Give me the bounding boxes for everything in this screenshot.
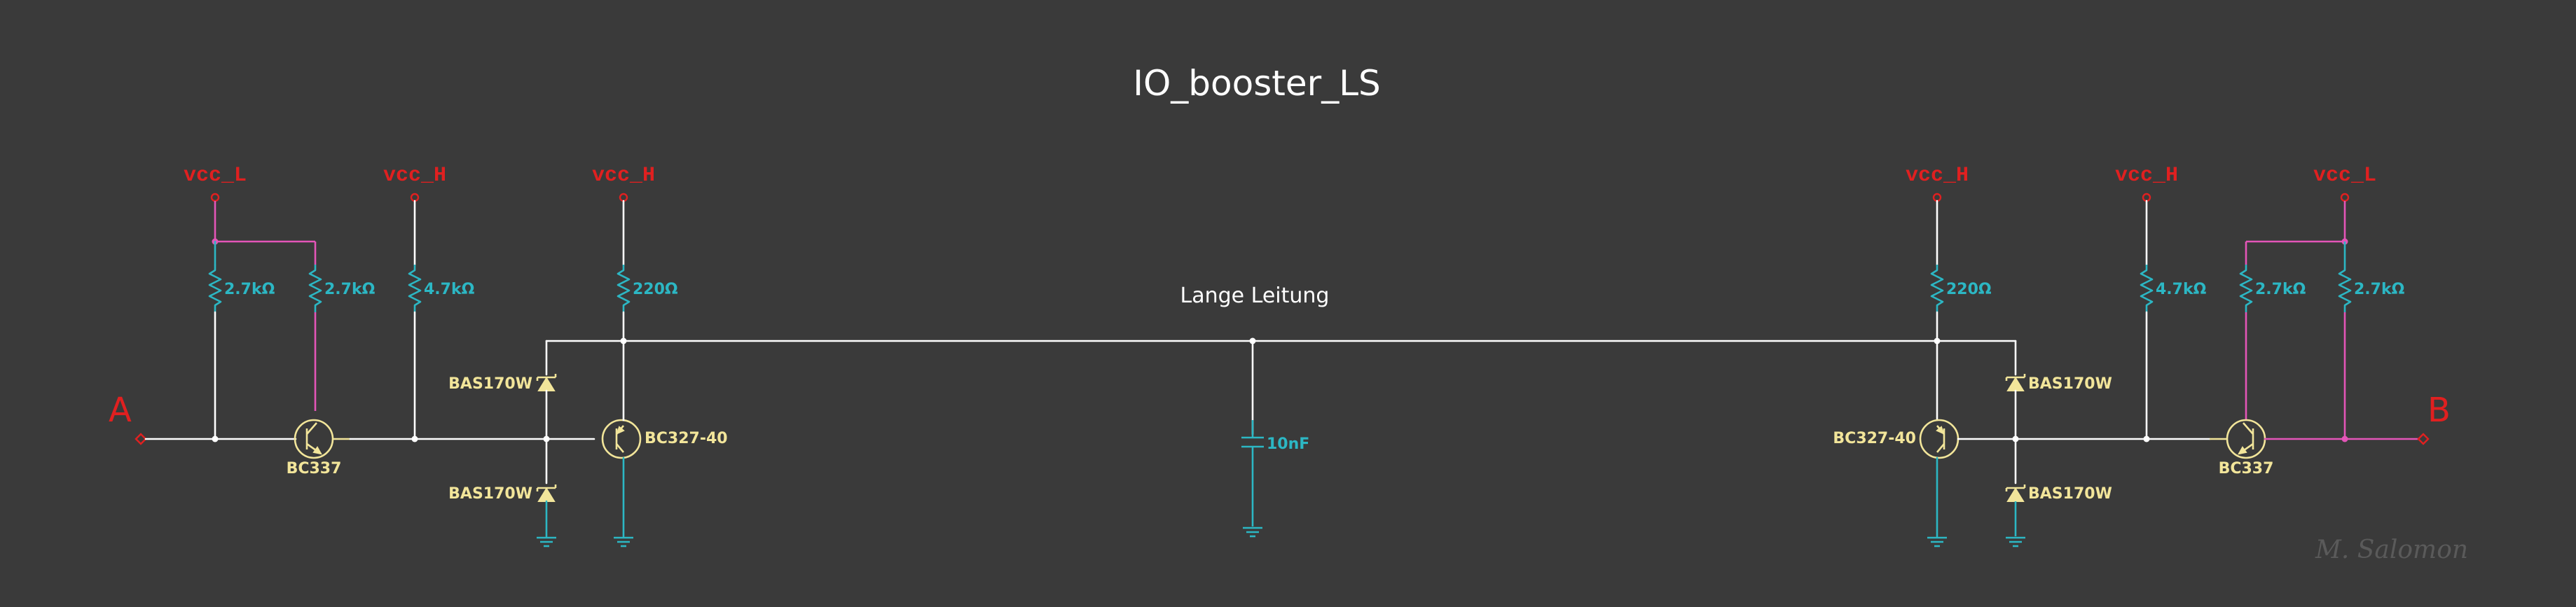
diode-label-right-top: BAS170W [2028, 375, 2112, 393]
diode-label-left-top: BAS170W [448, 375, 532, 393]
transistor-pnp-right [1919, 419, 1959, 459]
resistor-label-left-r2: 2.7kΩ [324, 281, 376, 298]
diode-right-bottom [2005, 483, 2026, 503]
capacitor [1241, 420, 1264, 526]
resistor-label-left-r4: 220Ω [633, 281, 678, 298]
resistor-label-right-r2: 4.7kΩ [2156, 281, 2207, 298]
transistor-npn-right [2210, 419, 2266, 459]
diode-right-top [2005, 372, 2026, 392]
diode-left-bottom [536, 483, 557, 503]
net-label-vcc-h-right-2: vcc_H [2115, 164, 2178, 188]
resistor-label-right-r4: 2.7kΩ [2354, 281, 2405, 298]
transistor-pnp-left [601, 419, 642, 459]
diode-left-top [536, 372, 557, 392]
diode-label-right-bottom: BAS170W [2028, 485, 2112, 503]
transistor-label-left-pnp: BC327-40 [645, 430, 728, 447]
wire-label-long-line: Lange Leitung [1180, 284, 1330, 308]
resistor-label-right-r1: 220Ω [1946, 281, 1992, 298]
net-label-vcc-h-left-2: vcc_H [592, 164, 655, 188]
port-label-b: B [2427, 391, 2451, 430]
author-signature: M. Salomon [2315, 536, 2468, 564]
transistor-label-right-pnp: BC327-40 [1833, 430, 1916, 447]
resistor-label-right-r3: 2.7kΩ [2255, 281, 2306, 298]
diagram-title: IO_booster_LS [1133, 63, 1381, 104]
port-label-a: A [109, 391, 132, 430]
transistor-npn-left [294, 419, 350, 459]
net-label-vcc-h-right-1: vcc_H [1906, 164, 1969, 188]
net-label-vcc-h-left-1: vcc_H [383, 164, 446, 188]
resistor-label-left-r3: 4.7kΩ [424, 281, 475, 298]
net-label-vcc-l-left: vcc_L [184, 164, 247, 188]
diode-label-left-bottom: BAS170W [448, 485, 532, 503]
capacitor-label: 10nF [1267, 435, 1309, 453]
resistor-label-left-r1: 2.7kΩ [224, 281, 275, 298]
transistor-label-right-npn: BC337 [2219, 460, 2274, 477]
transistor-label-left-npn: BC337 [287, 460, 342, 477]
net-label-vcc-l-right: vcc_L [2313, 164, 2376, 188]
